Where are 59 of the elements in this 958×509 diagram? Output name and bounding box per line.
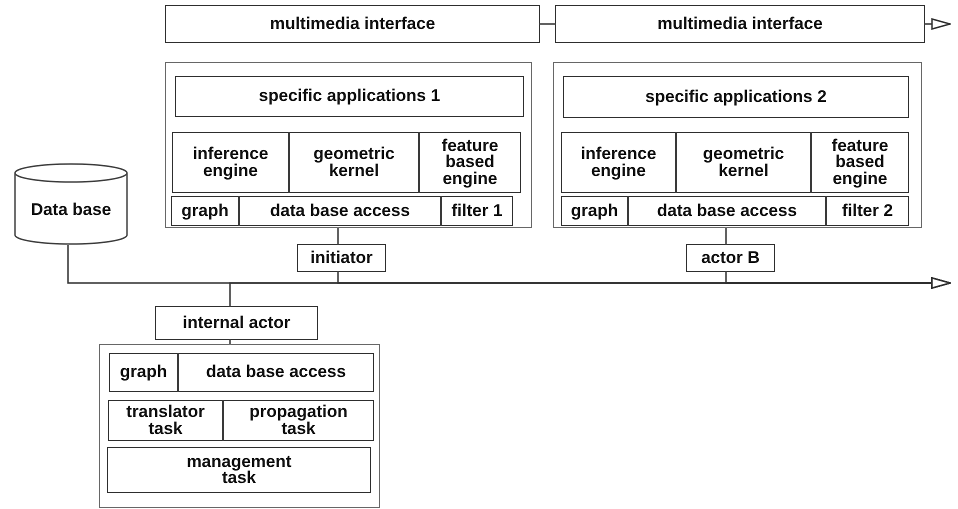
component-label: inference engine [580, 146, 658, 179]
component-label: geometric kernel [312, 146, 396, 179]
component-box [175, 76, 524, 117]
component-label: propagation task [248, 404, 349, 437]
component-label: graph [570, 202, 618, 220]
component-label: management task [186, 454, 292, 486]
connector-line [337, 228, 339, 244]
component-label: multimedia interface [657, 16, 823, 32]
component-label: internal actor [182, 314, 290, 332]
module-box [553, 62, 922, 228]
component-label: graph [120, 364, 168, 381]
component-label: filter 1 [451, 202, 503, 220]
component-label: graph [181, 202, 229, 220]
component-box [223, 400, 374, 441]
arrow [229, 277, 951, 306]
component-label: initiator [310, 250, 373, 266]
component-box [563, 76, 909, 118]
component-label: filter 2 [842, 202, 894, 220]
component-box [628, 196, 826, 226]
component-box [172, 132, 289, 193]
component-box [826, 196, 909, 226]
actor-box [155, 306, 318, 340]
component-box [171, 196, 239, 226]
component-box [419, 132, 521, 193]
component-box [441, 196, 513, 226]
component-label: feature based engine [830, 138, 890, 187]
component-label: geometric kernel [702, 146, 786, 179]
component-box [561, 196, 628, 226]
module-box [165, 62, 532, 228]
component-label: Data base [30, 202, 112, 218]
component-label: feature based engine [440, 138, 500, 187]
interface-bar [165, 5, 540, 43]
component-label: actor B [701, 250, 760, 266]
component-label: inference engine [192, 146, 270, 179]
component-label: multimedia interface [270, 16, 436, 32]
component-box [811, 132, 909, 193]
component-box [178, 353, 374, 392]
component-box [109, 353, 178, 392]
component-box [289, 132, 419, 193]
component-box [239, 196, 441, 226]
component-box [676, 132, 811, 193]
component-label: data base access [270, 202, 410, 220]
component-label: data base access [657, 202, 797, 220]
component-label: translator task [125, 404, 206, 437]
component-box [107, 447, 371, 493]
connector-line [229, 340, 231, 344]
component-label: data base access [206, 364, 346, 381]
database-cylinder [14, 163, 128, 245]
interface-bar [555, 5, 925, 43]
connector-line [725, 228, 727, 244]
arrow [925, 18, 951, 30]
component-label: specific applications 1 [258, 88, 440, 105]
component-box [108, 400, 223, 441]
module-box [99, 344, 380, 508]
connector-line [540, 23, 555, 25]
component-label: specific applications 2 [645, 88, 827, 106]
component-box [561, 132, 676, 193]
actor-box [297, 244, 386, 272]
actor-box [686, 244, 775, 272]
